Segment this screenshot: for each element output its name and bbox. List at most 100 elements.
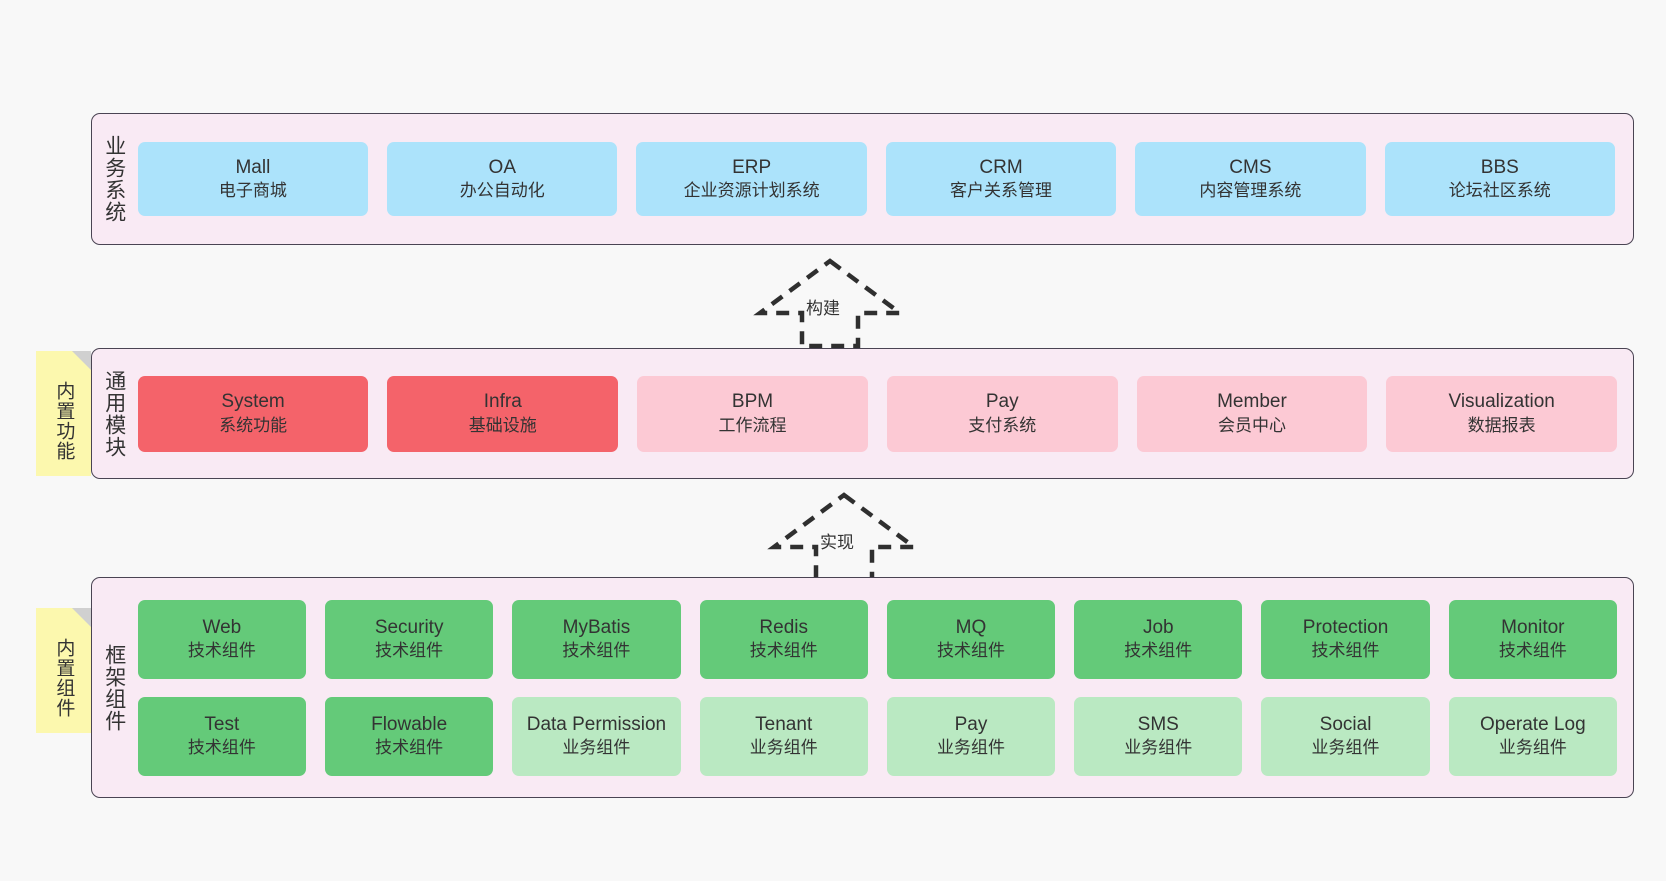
node-title: CMS (1229, 156, 1272, 178)
layer-business-systems: 业务系统 Mall 电子商城 OA 办公自动化 ERP 企业资源计划系统 CRM… (91, 113, 1634, 245)
node-subtitle: 办公自动化 (459, 181, 545, 201)
node-subtitle: 数据报表 (1467, 415, 1536, 435)
node-title: SMS (1137, 713, 1179, 735)
dashed-up-arrow-icon (767, 492, 921, 583)
node-web[interactable]: Web 技术组件 (137, 599, 306, 679)
node-erp[interactable]: ERP 企业资源计划系统 (636, 142, 867, 216)
node-title: Web (202, 616, 242, 638)
node-infra[interactable]: Infra 基础设施 (387, 375, 619, 452)
node-operate-log[interactable]: Operate Log 业务组件 (1448, 696, 1617, 776)
connector-implement-arrow: 实现 (767, 492, 921, 583)
page-fold-icon (72, 351, 91, 370)
node-subtitle: 技术组件 (1311, 641, 1380, 661)
node-title: Flowable (371, 713, 448, 735)
node-title: Mall (235, 156, 271, 178)
node-mall[interactable]: Mall 电子商城 (137, 142, 369, 216)
node-subtitle: 技术组件 (749, 641, 818, 661)
layer-body-common-modules: System 系统功能 Infra 基础设施 BPM 工作流程 Pay 支付系统… (132, 349, 1633, 478)
node-subtitle: 企业资源计划系统 (683, 181, 820, 201)
connector-build-label: 构建 (806, 299, 840, 318)
node-title: MyBatis (562, 616, 631, 638)
node-subtitle: 客户关系管理 (950, 181, 1053, 201)
layer-common-modules: 通用模块 System 系统功能 Infra 基础设施 BPM 工作流程 Pay… (91, 348, 1634, 479)
note-builtin-components: 内置组件 (36, 608, 91, 733)
node-protection[interactable]: Protection 技术组件 (1261, 599, 1430, 679)
node-security[interactable]: Security 技术组件 (325, 599, 494, 679)
node-crm[interactable]: CRM 客户关系管理 (885, 142, 1117, 216)
node-subtitle: 技术组件 (375, 641, 444, 661)
node-row: System 系统功能 Infra 基础设施 BPM 工作流程 Pay 支付系统… (137, 375, 1618, 452)
node-title: System (221, 391, 285, 413)
node-row: Test 技术组件 Flowable 技术组件 Data Permission … (137, 696, 1617, 776)
node-pay-module[interactable]: Pay 支付系统 (886, 375, 1118, 452)
node-subtitle: 业务组件 (1124, 738, 1193, 758)
node-title: Pay (954, 713, 988, 735)
node-bbs[interactable]: BBS 论坛社区系统 (1384, 142, 1615, 216)
node-title: Member (1217, 391, 1287, 413)
node-oa[interactable]: OA 办公自动化 (387, 142, 618, 216)
node-subtitle: 会员中心 (1217, 415, 1286, 435)
node-subtitle: 技术组件 (1124, 641, 1193, 661)
layer-body-business-systems: Mall 电子商城 OA 办公自动化 ERP 企业资源计划系统 CRM 客户关系… (132, 114, 1633, 244)
node-title: MQ (955, 616, 987, 638)
node-title: Protection (1302, 616, 1389, 638)
node-title: Pay (985, 391, 1019, 413)
node-title: ERP (732, 156, 772, 178)
layer-framework-components: 框架组件 Web 技术组件 Security 技术组件 MyBatis 技术组件… (91, 577, 1634, 798)
note-builtin-features: 内置功能 (36, 351, 91, 476)
node-title: BBS (1480, 156, 1519, 178)
node-title: Operate Log (1480, 713, 1586, 735)
node-title: Job (1142, 616, 1174, 638)
node-title: Visualization (1448, 391, 1555, 413)
node-subtitle: 技术组件 (562, 641, 631, 661)
node-tenant[interactable]: Tenant 业务组件 (699, 696, 868, 776)
node-row: Mall 电子商城 OA 办公自动化 ERP 企业资源计划系统 CRM 客户关系… (137, 142, 1615, 216)
node-data-permission[interactable]: Data Permission 业务组件 (512, 696, 681, 776)
node-subtitle: 技术组件 (187, 738, 256, 758)
node-system[interactable]: System 系统功能 (137, 375, 369, 452)
node-visualization[interactable]: Visualization 数据报表 (1386, 375, 1618, 452)
node-member[interactable]: Member 会员中心 (1136, 375, 1368, 452)
node-title: CRM (979, 156, 1023, 178)
layer-body-framework-components: Web 技术组件 Security 技术组件 MyBatis 技术组件 Redi… (132, 578, 1633, 797)
layer-caption-business-systems: 业务系统 (102, 135, 126, 223)
dashed-up-arrow-icon (753, 258, 907, 349)
node-title: Redis (759, 616, 808, 638)
node-subtitle: 技术组件 (187, 641, 256, 661)
node-subtitle: 内容管理系统 (1199, 181, 1302, 201)
node-title: Monitor (1501, 616, 1565, 638)
node-mq[interactable]: MQ 技术组件 (886, 599, 1056, 679)
node-subtitle: 论坛社区系统 (1448, 181, 1551, 201)
node-sms[interactable]: SMS 业务组件 (1074, 696, 1243, 776)
node-title: Data Permission (526, 713, 667, 735)
layer-caption-framework-components: 框架组件 (102, 643, 126, 732)
node-row: Web 技术组件 Security 技术组件 MyBatis 技术组件 Redi… (137, 599, 1617, 679)
node-subtitle: 支付系统 (968, 415, 1037, 435)
node-flowable[interactable]: Flowable 技术组件 (325, 696, 494, 776)
node-monitor[interactable]: Monitor 技术组件 (1448, 599, 1617, 679)
node-subtitle: 技术组件 (936, 641, 1005, 661)
node-subtitle: 技术组件 (1498, 641, 1567, 661)
node-subtitle: 系统功能 (219, 415, 288, 435)
node-subtitle: 业务组件 (1498, 738, 1567, 758)
node-redis[interactable]: Redis 技术组件 (699, 599, 868, 679)
node-subtitle: 基础设施 (468, 415, 537, 435)
node-cms[interactable]: CMS 内容管理系统 (1135, 142, 1366, 216)
node-subtitle: 电子商城 (218, 181, 287, 201)
node-job[interactable]: Job 技术组件 (1074, 599, 1243, 679)
node-subtitle: 工作流程 (718, 415, 787, 435)
node-subtitle: 业务组件 (1311, 738, 1380, 758)
connector-build-arrow: 构建 (753, 258, 907, 349)
node-title: Social (1319, 713, 1372, 735)
node-subtitle: 业务组件 (562, 738, 631, 758)
node-title: Tenant (755, 713, 813, 735)
page-fold-icon (72, 608, 91, 627)
node-title: BPM (731, 391, 774, 413)
node-title: Security (374, 616, 444, 638)
node-pay-component[interactable]: Pay 业务组件 (886, 696, 1056, 776)
node-mybatis[interactable]: MyBatis 技术组件 (512, 599, 681, 679)
node-social[interactable]: Social 业务组件 (1261, 696, 1430, 776)
node-test[interactable]: Test 技术组件 (137, 696, 306, 776)
node-bpm[interactable]: BPM 工作流程 (637, 375, 868, 452)
